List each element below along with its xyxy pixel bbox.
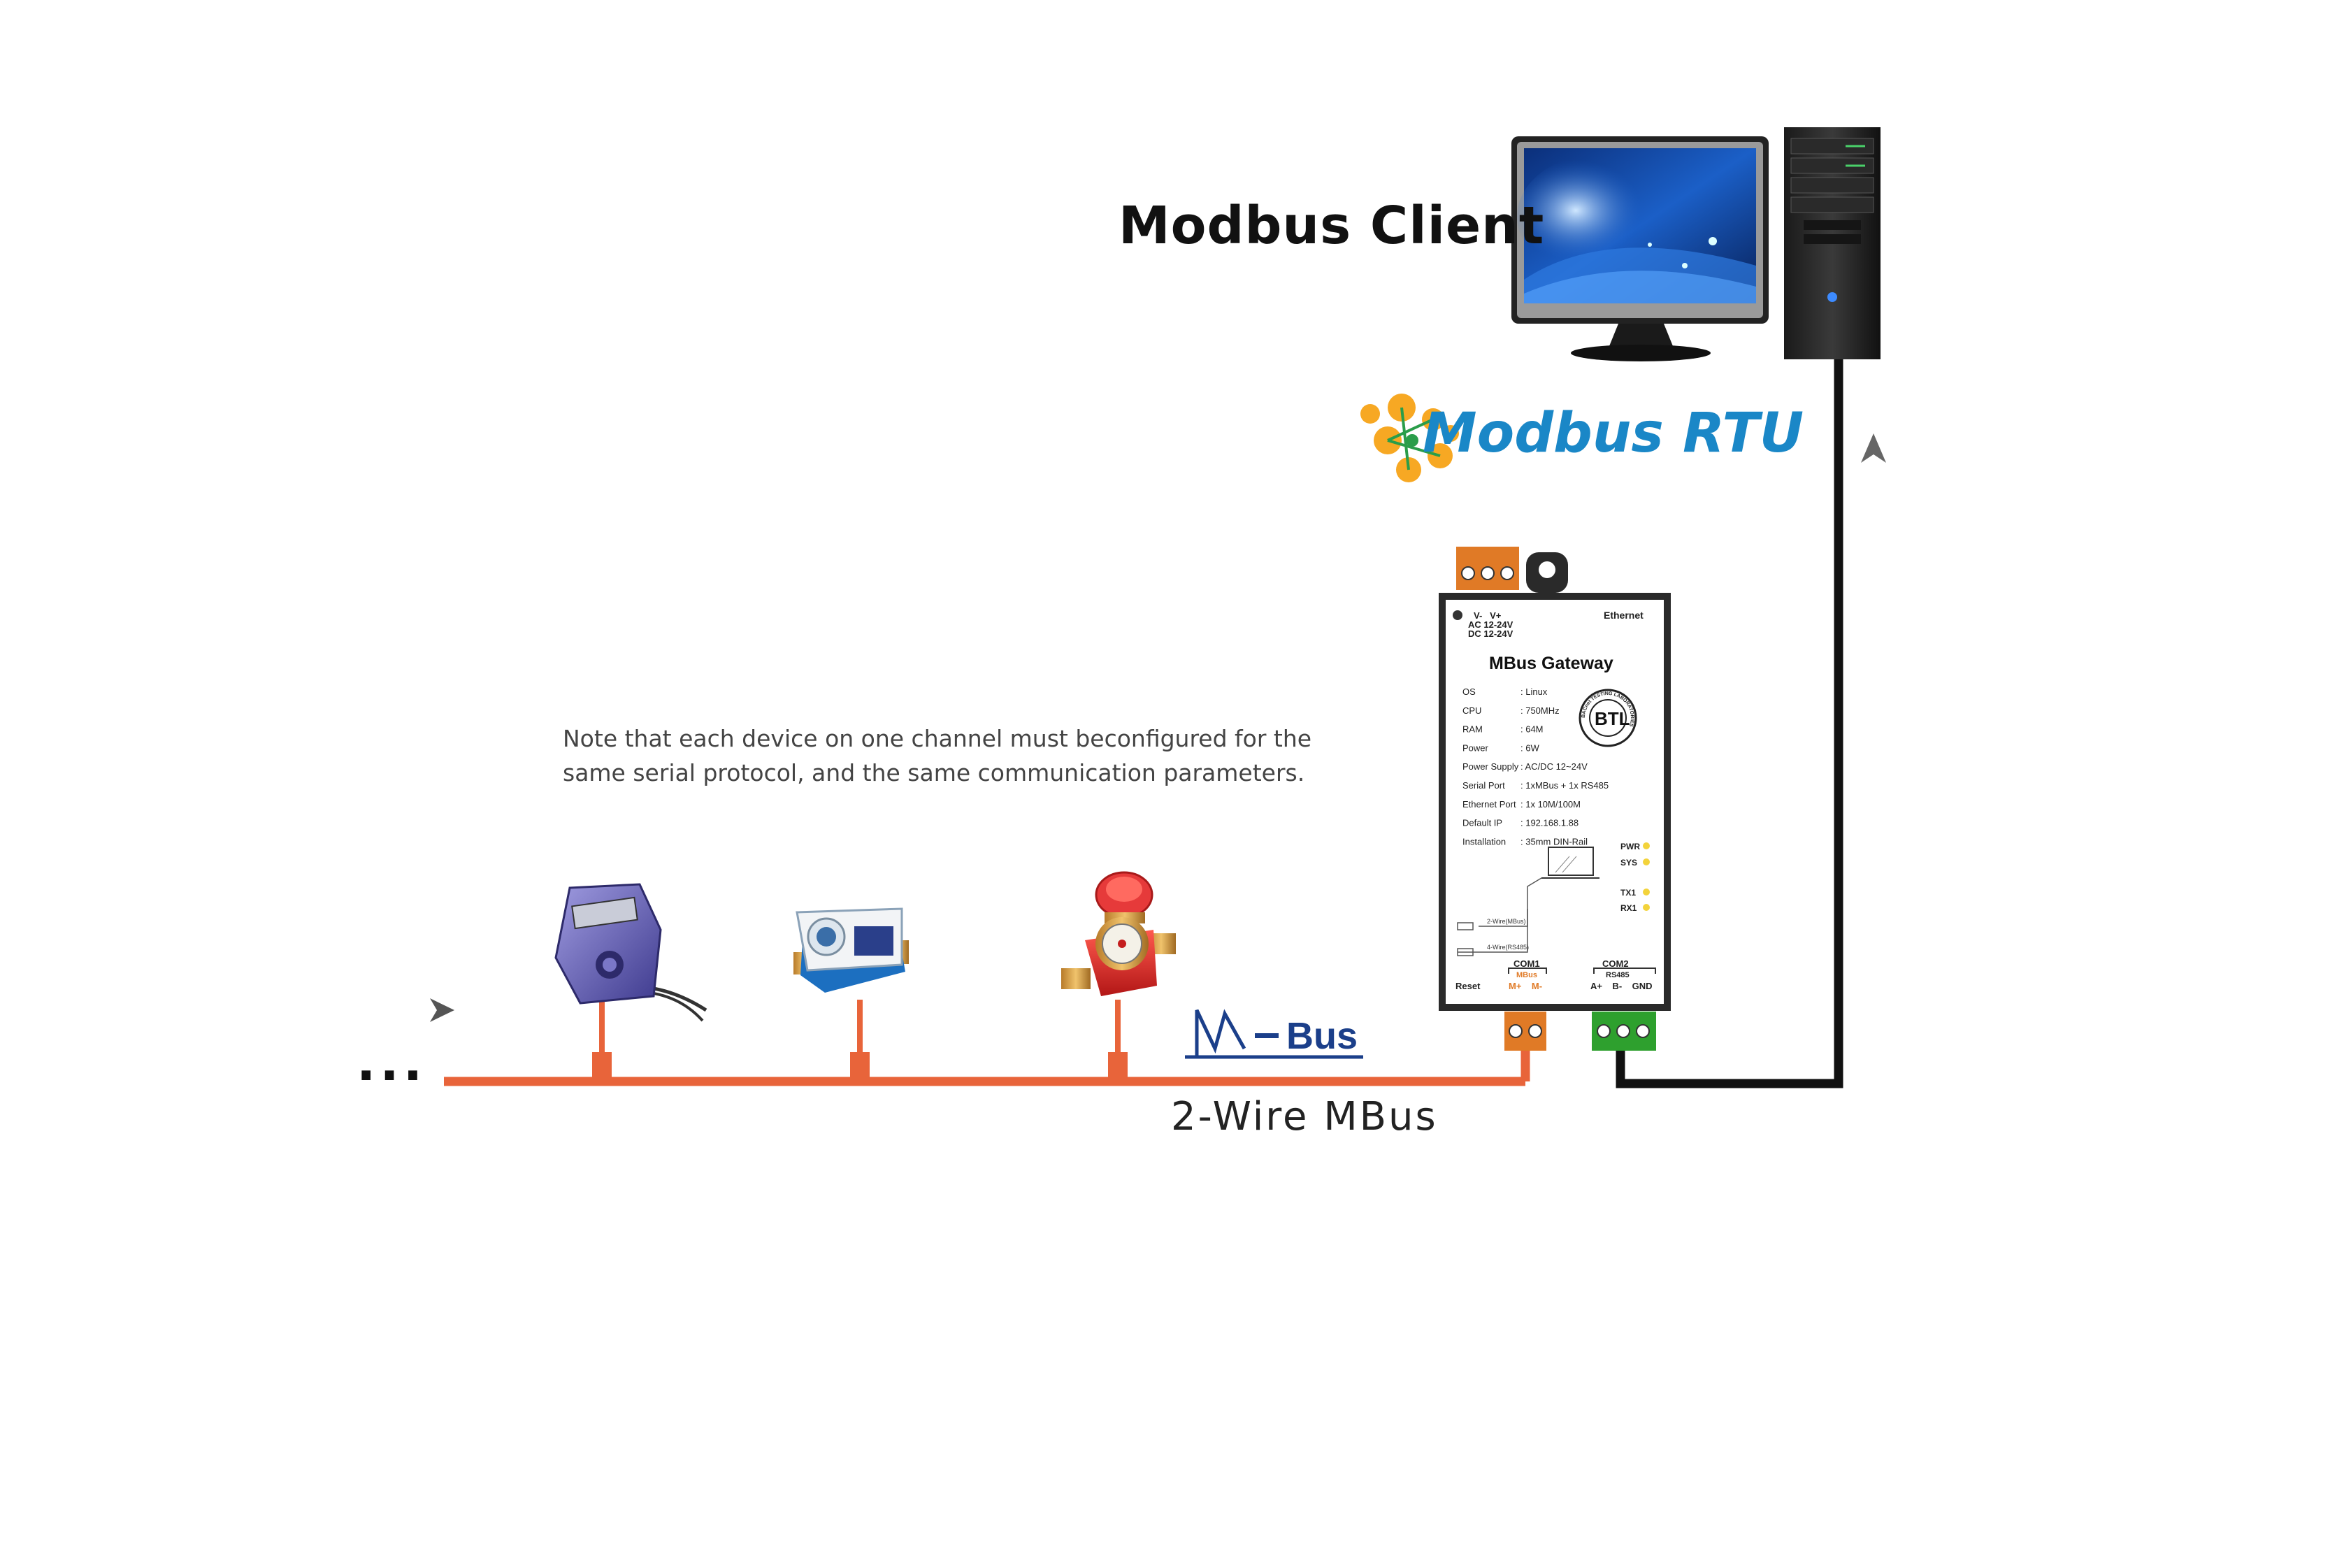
spec-key: Power Supply xyxy=(1462,761,1519,772)
mbus-logo-text: Bus xyxy=(1286,1015,1358,1057)
gateway-power-dc: DC 12-24V xyxy=(1468,628,1513,639)
spec-key: OS xyxy=(1462,686,1476,697)
com2-sub-label: RS485 xyxy=(1606,971,1630,979)
note-line-1: Note that each device on one channel mus… xyxy=(563,721,1332,756)
modbus-rtu-label: Modbus RTU xyxy=(1423,402,1804,465)
led-tx1-label: TX1 xyxy=(1620,888,1636,898)
com2-pins: A+ B- GND xyxy=(1590,981,1652,991)
spec-key: Ethernet Port xyxy=(1462,799,1516,810)
spec-value: : 750MHz xyxy=(1520,705,1560,716)
gateway-cert-mark: BTL xyxy=(1595,708,1630,729)
gateway-title: MBus Gateway xyxy=(1489,654,1613,673)
spec-value: : AC/DC 12~24V xyxy=(1520,761,1588,772)
mbus-wire xyxy=(444,1000,1525,1081)
spec-value: : 35mm DIN-Rail xyxy=(1520,836,1588,847)
led-sys-label: SYS xyxy=(1620,858,1637,868)
spec-key: CPU xyxy=(1462,705,1481,716)
spec-key: Power xyxy=(1462,742,1489,753)
spec-value: : Linux xyxy=(1520,686,1548,697)
meter-purple-icon xyxy=(556,884,706,1021)
gateway-ethernet-label: Ethernet xyxy=(1604,610,1644,621)
spec-value: : 1xMBus + 1x RS485 xyxy=(1520,780,1609,791)
com2-label: COM2 xyxy=(1602,958,1629,969)
tower-pc-icon xyxy=(1784,127,1881,359)
spec-value: : 64M xyxy=(1520,724,1544,735)
up-arrow-icon xyxy=(1861,433,1886,463)
com1-sub-label: MBus xyxy=(1516,971,1537,979)
mbus-logo-icon: Bus xyxy=(1185,1010,1363,1057)
com1-pins: M+ M- xyxy=(1509,981,1542,991)
configuration-note: Note that each device on one channel mus… xyxy=(563,721,1332,790)
spec-key: Serial Port xyxy=(1462,780,1505,791)
spec-value: : 6W xyxy=(1520,742,1539,753)
meter-blue-icon xyxy=(793,909,909,993)
bus-continuation-ellipsis: ... xyxy=(357,1033,426,1092)
reset-label: Reset xyxy=(1455,981,1481,991)
modbus-client-title: Modbus Client xyxy=(1119,196,1544,256)
wiring-2wire-label: 2-Wire(MBus) xyxy=(1487,918,1526,925)
spec-value: : 192.168.1.88 xyxy=(1520,818,1579,828)
monitor-icon xyxy=(1511,136,1769,361)
bus-wire-label: 2-Wire MBus xyxy=(1171,1094,1438,1139)
spec-key: Installation xyxy=(1462,836,1506,847)
com1-label: COM1 xyxy=(1513,958,1540,969)
spec-key: RAM xyxy=(1462,724,1483,735)
spec-value: : 1x 10M/100M xyxy=(1520,799,1581,810)
wiring-4wire-label: 4-Wire(RS485) xyxy=(1487,944,1529,951)
note-line-2: same serial protocol, and the same commu… xyxy=(563,756,1332,790)
spec-key: Default IP xyxy=(1462,818,1502,828)
led-rx1-label: RX1 xyxy=(1620,903,1637,913)
flow-arrow-icon xyxy=(430,998,454,1022)
led-pwr-label: PWR xyxy=(1620,842,1640,851)
meter-red-icon xyxy=(1061,872,1176,996)
